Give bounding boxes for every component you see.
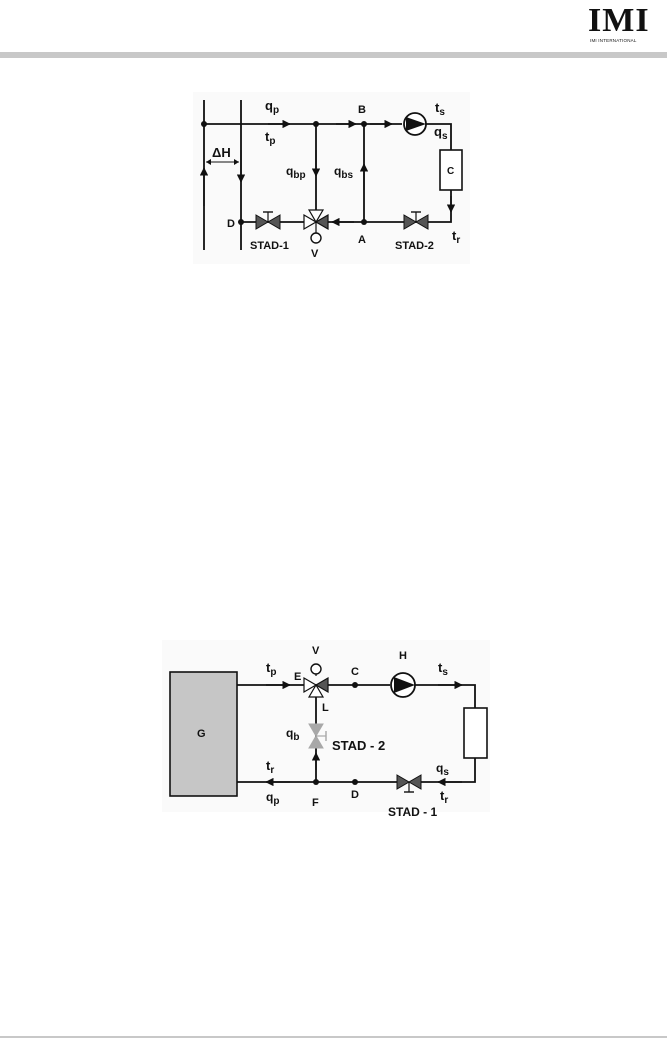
- label-box-g: G: [197, 728, 206, 740]
- delta-h-label: ΔH: [212, 145, 231, 160]
- label-l: L: [322, 702, 329, 714]
- label-node-e: E: [294, 671, 301, 683]
- imi-logo: IMI: [588, 2, 650, 39]
- label-t-p: tp: [266, 660, 276, 678]
- label-t-s: ts: [435, 100, 445, 118]
- three-way-valve-v-icon: [303, 209, 329, 244]
- junction-d-dot: [238, 219, 244, 225]
- label-node-b: B: [358, 104, 366, 116]
- stad-2-valve-icon: [308, 723, 327, 749]
- three-way-valve-e-icon: [303, 663, 329, 698]
- delta-h-arrow-left: [206, 159, 211, 165]
- label-t-r: tr: [452, 228, 460, 246]
- label-valve-v: V: [311, 248, 319, 260]
- label-q-s: qs: [434, 124, 448, 142]
- delta-h-arrow-right: [234, 159, 239, 165]
- label-node-f: F: [312, 797, 319, 809]
- header-rule: [0, 52, 667, 58]
- label-stad-2: STAD-2: [395, 240, 434, 252]
- label-q-b: qb: [286, 726, 299, 743]
- label-q-bs: qbs: [334, 164, 353, 181]
- label-node-a: A: [358, 234, 366, 246]
- label-node-d: D: [227, 218, 235, 230]
- diagram-1-background: [193, 92, 470, 264]
- label-stad-1: STAD-1: [250, 240, 289, 252]
- pump-triangle: [406, 117, 426, 131]
- secondary-supply-pipe: [426, 123, 452, 150]
- footer-rule: [0, 1036, 667, 1038]
- label-t-r-right: tr: [440, 788, 448, 806]
- label-q-p: qp: [266, 790, 279, 807]
- label-q-s: qs: [436, 761, 449, 778]
- pump-h-triangle: [394, 677, 415, 693]
- junction-c-dot: [352, 682, 358, 688]
- coil-c-label: C: [447, 166, 454, 177]
- junction-d-dot: [352, 779, 358, 785]
- label-t-p: tp: [265, 129, 275, 147]
- stad-1-valve-icon: [255, 211, 281, 230]
- label-pump-h: H: [399, 650, 407, 662]
- stad-1-valve-icon: [396, 774, 422, 793]
- label-stad-2: STAD - 2: [332, 738, 385, 753]
- secondary-supply-pipe: [415, 684, 476, 708]
- diagram-2: G: [162, 640, 490, 819]
- logo-subtext: IMI INTERNATIONAL: [590, 38, 637, 43]
- label-q-bp: qbp: [286, 164, 306, 181]
- stad-2-valve-icon: [403, 211, 429, 230]
- label-q-p: qp: [265, 98, 279, 116]
- label-node-c: C: [351, 666, 359, 678]
- label-t-r-left: tr: [266, 758, 274, 776]
- label-t-s: ts: [438, 660, 448, 678]
- diagram-1: ΔH C: [193, 92, 470, 264]
- label-node-d: D: [351, 789, 359, 801]
- junction-dot: [201, 121, 207, 127]
- emitter-box: [463, 707, 488, 759]
- label-stad-1: STAD - 1: [388, 805, 437, 819]
- label-valve-v: V: [312, 645, 320, 657]
- boiler-g-box: [169, 671, 238, 797]
